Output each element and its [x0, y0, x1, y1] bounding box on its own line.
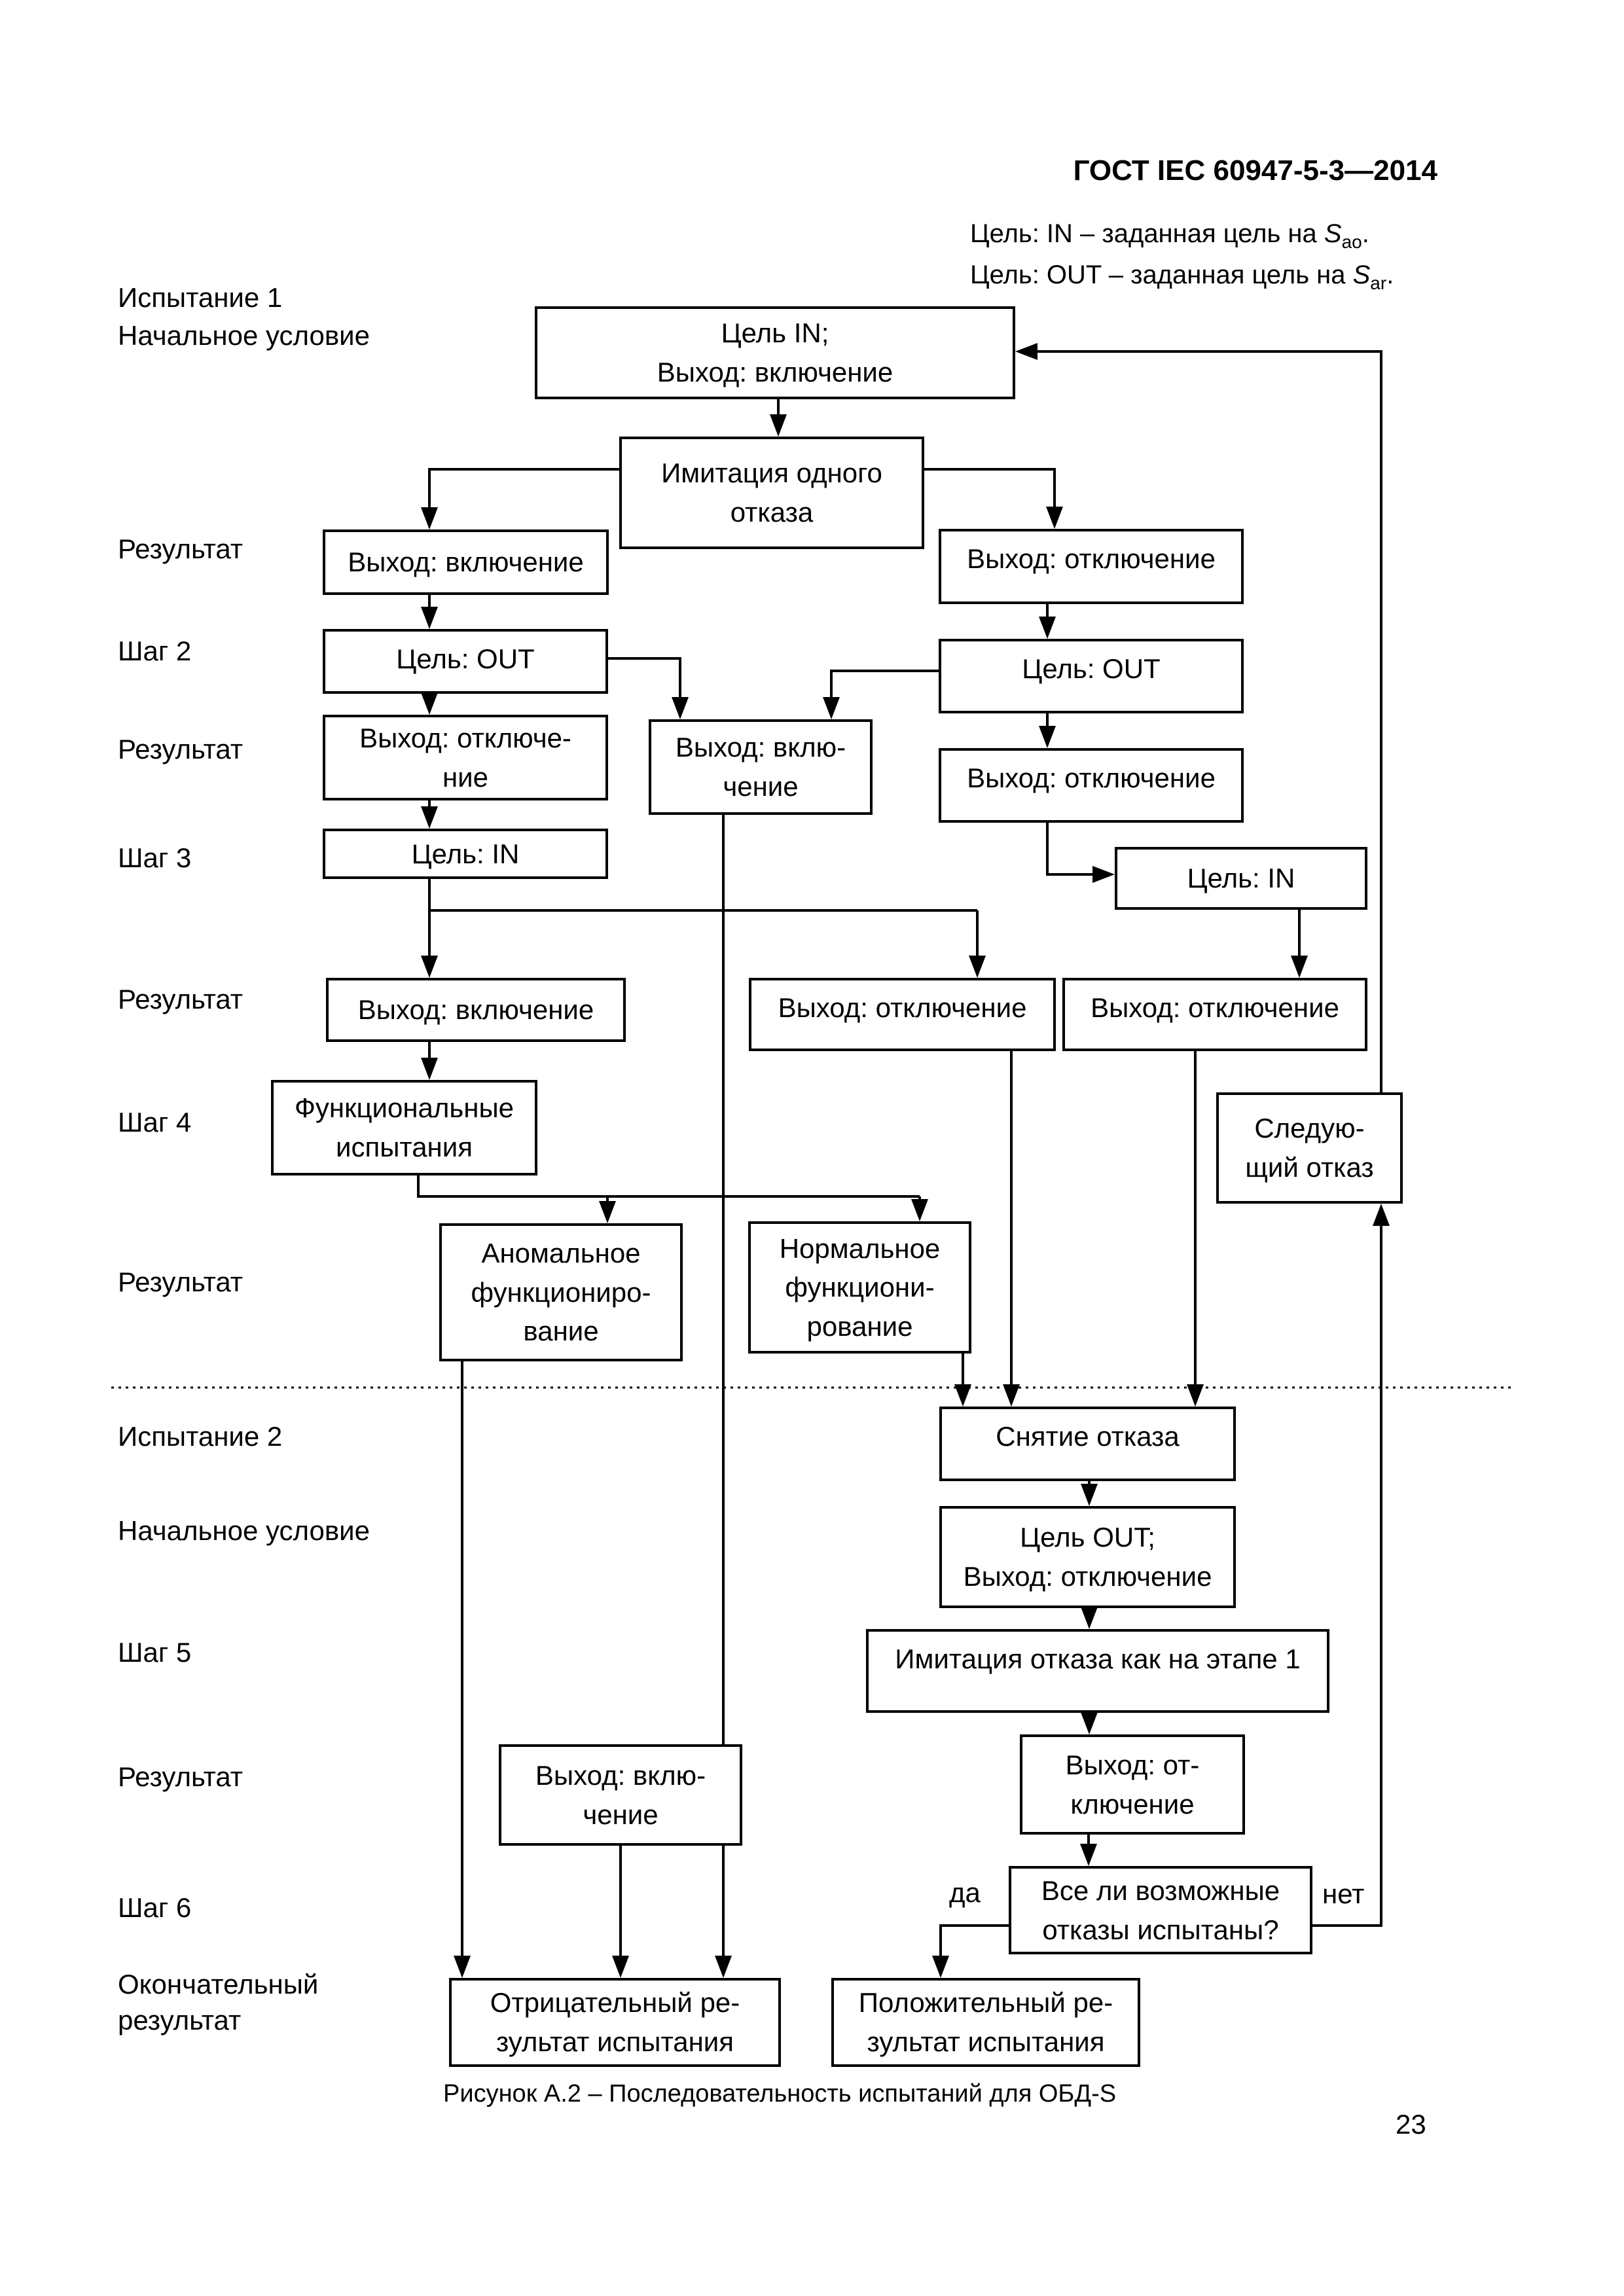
box-goal-out-2: Цель OUT; Выход: отключение [939, 1506, 1236, 1608]
branch-label-yes: да [949, 1877, 981, 1908]
box-output-off-2: Выход: от- ключение [1020, 1734, 1245, 1835]
box-goal-in-left: Цель: IN [323, 829, 608, 879]
row-label-final-result: Окончательный результат [118, 1969, 319, 2036]
box-output-off-left2: Выход: отключе- ние [323, 715, 608, 800]
box-output-on-1: Выход: включение [323, 529, 609, 595]
box-goal-out-left: Цель: OUT [323, 629, 608, 694]
row-label-result2: Результат [118, 734, 244, 764]
box-imitation-step1: Имитация отказа как на этапе 1 [866, 1629, 1329, 1713]
box-result-on-left: Выход: включение [326, 978, 626, 1042]
row-label-result5: Результат [118, 1761, 244, 1792]
document-header: ГОСТ IEC 60947-5-3—2014 [1073, 154, 1437, 187]
box-start-condition: Цель IN; Выход: включение [535, 306, 1015, 399]
legend-line-1: Цель: IN – заданная цель на Sao. [970, 219, 1369, 252]
row-label-result4: Результат [118, 1266, 244, 1297]
box-negative-result: Отрицательный ре- зультат испытания [449, 1978, 781, 2067]
branch-label-no: нет [1322, 1878, 1365, 1909]
page-number: 23 [1396, 2109, 1426, 2140]
box-imitation-one-fault: Имитация одного отказа [619, 437, 924, 549]
box-normal-operation: Нормальное функциони- рование [748, 1221, 971, 1354]
legend: Цель: IN – заданная цель на Sao. Цель: O… [970, 215, 1394, 296]
row-label-step2: Шаг 2 [118, 636, 192, 666]
box-goal-in-right: Цель: IN [1115, 847, 1367, 910]
row-label-step4: Шаг 4 [118, 1107, 192, 1138]
row-label-test1: Испытание 1 [118, 282, 283, 313]
box-next-fault: Следую- щий отказ [1216, 1092, 1403, 1204]
legend-line-2: Цель: OUT – заданная цель на Sar. [970, 260, 1394, 293]
row-label-result3: Результат [118, 984, 244, 1014]
row-label-step5: Шаг 5 [118, 1637, 192, 1668]
box-result-off-center: Выход: отключение [749, 978, 1056, 1051]
box-result-off-right: Выход: отключение [1062, 978, 1367, 1051]
box-output-on-2: Выход: вклю- чение [499, 1744, 742, 1846]
box-output-off-1: Выход: отключение [939, 529, 1244, 604]
row-label-initial2: Начальное условие [118, 1515, 370, 1546]
box-functional-tests: Функциональные испытания [271, 1080, 537, 1175]
row-label-step6: Шаг 6 [118, 1892, 192, 1923]
box-positive-result: Положительный ре- зультат испытания [831, 1978, 1140, 2067]
box-output-on-center: Выход: вклю- чение [649, 719, 873, 815]
row-label-result1: Результат [118, 533, 244, 564]
row-label-test2: Испытание 2 [118, 1421, 283, 1452]
row-label-step3: Шаг 3 [118, 842, 192, 873]
box-abnormal-operation: Аномальное функциониро- вание [439, 1223, 683, 1361]
box-clear-fault: Снятие отказа [939, 1407, 1236, 1481]
row-label-initial1: Начальное условие [118, 320, 370, 351]
box-question-all-faults: Все ли возможные отказы испытаны? [1009, 1866, 1312, 1954]
figure-caption: Рисунок А.2 – Последовательность испытан… [443, 2080, 1117, 2108]
box-goal-out-right: Цель: OUT [939, 639, 1244, 713]
box-output-off-right2: Выход: отключение [939, 748, 1244, 823]
